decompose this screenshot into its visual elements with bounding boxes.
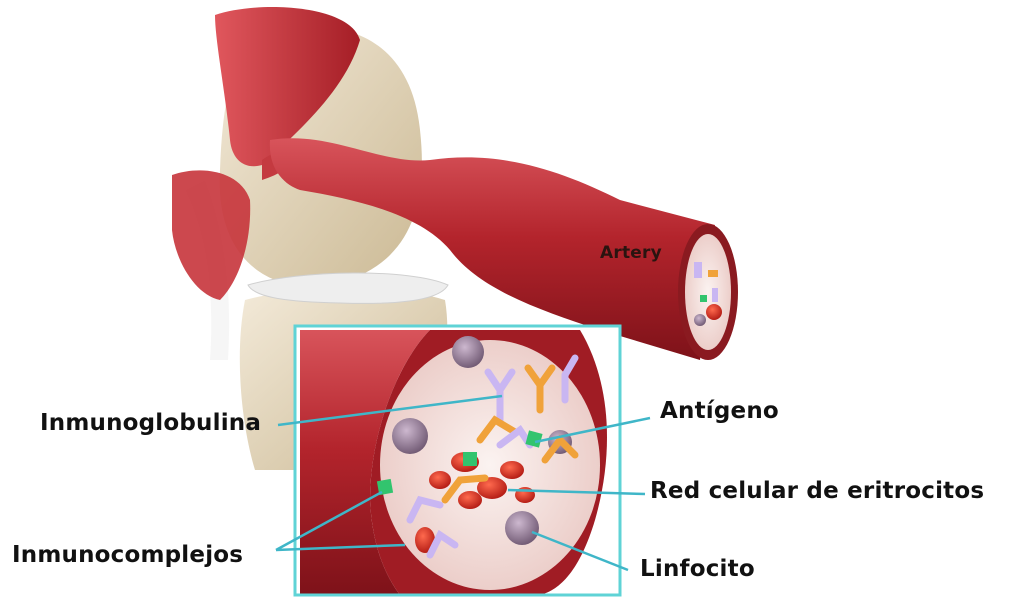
antigeno-label: Antígeno <box>660 398 779 424</box>
lateral-muscle <box>172 170 250 300</box>
artery-label: Artery <box>600 243 662 263</box>
linfocito-label: Linfocito <box>640 556 755 582</box>
inmunocomplejos-label: Inmunocomplejos <box>12 542 243 568</box>
magnified-inset <box>295 326 620 595</box>
lymphocyte-cell <box>452 336 484 368</box>
lymphocyte-cell <box>505 511 539 545</box>
artery-lumen <box>685 234 731 350</box>
red-celular-label: Red celular de eritrocitos <box>650 478 984 504</box>
red-blood-cell <box>500 461 524 479</box>
red-blood-cell <box>429 471 451 489</box>
lymphocyte-cell <box>392 418 428 454</box>
antigen <box>463 452 477 466</box>
inmunoglobulina-label: Inmunoglobulina <box>40 410 261 436</box>
red-blood-cell <box>458 491 482 509</box>
